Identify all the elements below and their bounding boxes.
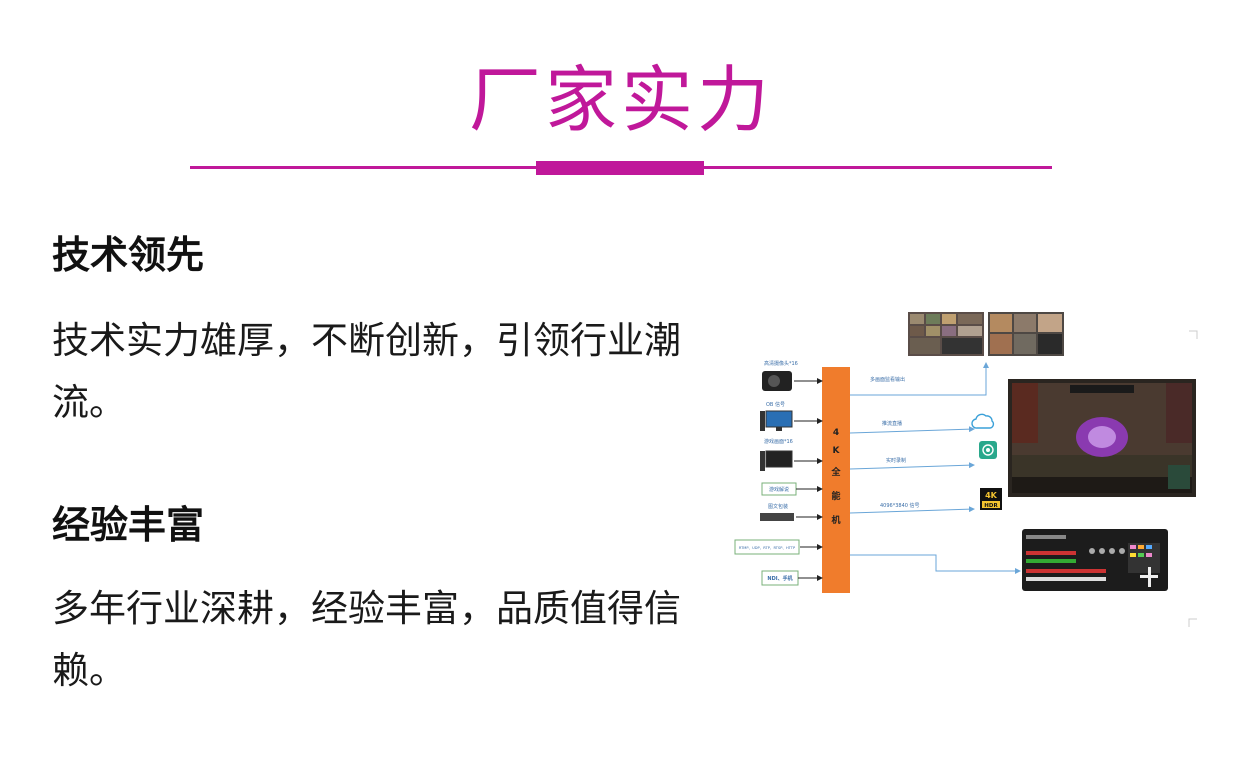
system-diagram: 4 K 全 能 机 高清摄像头*16 OB 信号 游戏画面*16 游戏解说 图文…	[730, 305, 1210, 635]
input-label-3: 游戏解说	[769, 486, 789, 493]
center-label-3: 能	[831, 490, 840, 502]
center-label-4: 机	[831, 514, 840, 526]
graphics-device-icon	[760, 513, 794, 521]
game-monitor-icon	[765, 450, 793, 468]
center-device-bar	[822, 367, 850, 593]
center-label-2: 全	[830, 466, 841, 478]
section-heading-experience: 经验丰富	[52, 503, 205, 547]
badge-line1: 4K	[985, 491, 998, 500]
stream-protocol-box	[734, 539, 800, 555]
center-label-0: 4	[833, 428, 839, 438]
multiview-thumbnails	[908, 312, 1064, 356]
section-heading-tech: 技术领先	[52, 233, 205, 277]
output-label-3: 4096*3840 信号	[880, 502, 920, 509]
center-label-1: K	[833, 446, 841, 456]
output-label-2: 实时录制	[886, 457, 906, 464]
cloud-icon	[971, 413, 995, 429]
switcher-panel	[1022, 529, 1168, 591]
game-screen	[1008, 379, 1196, 497]
input-label-2: 游戏画面*16	[764, 438, 793, 445]
title-underline-accent	[536, 161, 704, 175]
corner-mark-bottom	[1188, 618, 1197, 627]
monitor-icon	[765, 410, 793, 428]
input-label-0: 高清摄像头*16	[764, 360, 798, 367]
input-label-1: OB 信号	[766, 401, 785, 408]
output-label-1: 推流直播	[882, 420, 902, 427]
corner-mark-top	[1189, 330, 1198, 339]
input-label-4: 图文包装	[768, 503, 788, 510]
input-label-5: RTMP、UDP、RTP、RTSP、HTTP	[739, 546, 796, 550]
section-body-experience: 多年行业深耕，经验丰富，品质值得信赖。	[52, 587, 681, 692]
section-body-tech: 技术实力雄厚，不断创新，引领行业潮流。	[52, 319, 681, 424]
badge-line2: HDR	[984, 503, 998, 509]
page-title: 厂家实力	[468, 58, 773, 142]
input-label-6: NDI、手机	[767, 575, 792, 582]
output-label-0: 多画面监看输出	[870, 376, 905, 383]
